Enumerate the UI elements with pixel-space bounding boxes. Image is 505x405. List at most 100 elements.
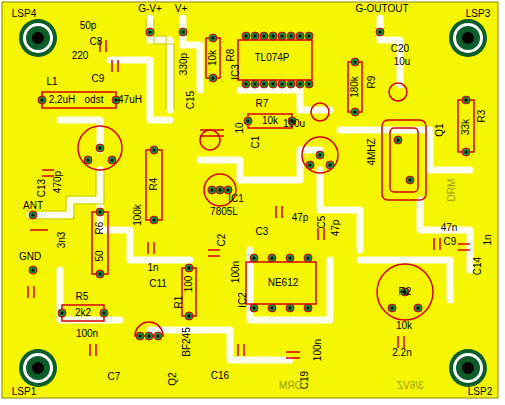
drill-hole — [299, 83, 302, 86]
silkscreen-label: LSP3 — [466, 9, 490, 19]
drill-hole — [397, 139, 400, 142]
silkscreen-label: 10 — [235, 122, 245, 133]
silkscreen-label: C9 — [92, 74, 105, 84]
silkscreen-label: 47n — [441, 223, 458, 233]
drill-hole — [253, 307, 256, 310]
silkscreen-label: 100n — [231, 261, 241, 283]
solder-pad — [287, 80, 295, 88]
drill-hole — [354, 111, 357, 114]
drill-hole — [99, 147, 102, 150]
solder-pad — [269, 32, 277, 40]
silkscreen-label: DRM — [279, 381, 302, 391]
silkscreen-label: LSP2 — [468, 387, 492, 397]
solder-pad — [287, 32, 295, 40]
solder-pad — [414, 304, 422, 312]
drill-hole — [254, 35, 257, 38]
silkscreen-label: DRM — [447, 179, 457, 202]
silkscreen-label: 2k2 — [75, 308, 91, 318]
solder-pad — [185, 312, 193, 320]
silkscreen-label: G-V+ — [138, 4, 162, 14]
solder-pad — [242, 32, 250, 40]
mounting-hole — [453, 353, 483, 383]
drill-hole — [99, 273, 102, 276]
mounting-hole — [456, 26, 480, 50]
solder-pad — [250, 254, 258, 262]
mounting-hole — [453, 23, 483, 53]
mounting-hole — [449, 349, 487, 387]
drill-hole — [289, 307, 292, 310]
solder-pad — [224, 186, 232, 194]
silkscreen-label: 33k — [461, 119, 471, 135]
silkscreen-label: R2 — [399, 287, 412, 297]
drill-hole — [227, 189, 230, 192]
silkscreen-label: 4MHZ — [367, 138, 377, 165]
silkscreen-label: IC1 — [228, 194, 244, 204]
solder-pad — [268, 304, 276, 312]
solder-pad — [29, 211, 37, 219]
silkscreen-label: 10k — [396, 321, 412, 331]
silkscreen-label: 2,2uH — [49, 95, 76, 105]
solder-pad — [244, 117, 252, 125]
solder-pad — [58, 309, 66, 317]
silkscreen-label: 330p — [179, 53, 189, 75]
silkscreen-label: 470p — [53, 171, 63, 193]
mounting-hole — [23, 23, 53, 53]
drill-hole — [61, 312, 64, 315]
drill-hole — [308, 35, 311, 38]
silkscreen-label: L1 — [46, 77, 57, 87]
silkscreen-label: 50 — [95, 250, 105, 261]
solder-pad — [100, 309, 108, 317]
silkscreen-label: 47p — [331, 220, 341, 237]
silkscreen-label: IC2 — [238, 292, 248, 308]
solder-pad — [462, 148, 470, 156]
silkscreen-label: 100n — [313, 339, 323, 361]
silkscreen-label: C16 — [211, 371, 229, 381]
drill-hole — [212, 37, 215, 40]
silkscreen-label: R5 — [76, 292, 89, 302]
solder-pad — [29, 266, 37, 274]
solder-pad — [376, 28, 384, 36]
silkscreen-label: 1n — [147, 263, 158, 273]
silkscreen-label: C7 — [108, 372, 121, 382]
solder-pad — [108, 156, 116, 164]
solder-pad — [251, 32, 259, 40]
mounting-hole — [32, 32, 44, 44]
solder-pad — [208, 186, 216, 194]
silkscreen-label: 10u — [394, 57, 411, 67]
drill-hole — [212, 77, 215, 80]
drill-hole — [188, 267, 191, 270]
solder-pad — [286, 304, 294, 312]
solder-pads — [29, 28, 470, 340]
solder-pad — [388, 304, 396, 312]
silkscreen-label: 100 — [184, 276, 194, 293]
solder-pad — [286, 254, 294, 262]
solder-pad — [316, 151, 324, 159]
drill-hole — [115, 99, 118, 102]
solder-pad — [209, 34, 217, 42]
solder-pad — [462, 96, 470, 104]
silkscreen-label: 3/6VZ — [397, 381, 424, 391]
silkscreen-label: NE612 — [268, 278, 299, 288]
silkscreen-label: 100n — [76, 329, 98, 339]
mounting-hole — [26, 26, 50, 50]
solder-pad — [185, 264, 193, 272]
drill-hole — [245, 35, 248, 38]
drill-hole — [379, 31, 382, 34]
mounting-hole — [462, 32, 474, 44]
mounting-hole — [26, 356, 50, 380]
drill-hole — [329, 164, 332, 167]
drill-hole — [354, 61, 357, 64]
silkscreen-label: C8 — [90, 37, 103, 47]
silkscreen-label: TL074P — [254, 53, 289, 63]
drill-hole — [219, 189, 222, 192]
silkscreen-label: R9 — [367, 76, 377, 89]
solder-pad — [38, 96, 46, 104]
silkscreen-label: R1 — [174, 296, 184, 309]
drill-hole — [211, 189, 214, 192]
drill-hole — [319, 154, 322, 157]
mounting-hole — [23, 353, 53, 383]
drill-hole — [299, 35, 302, 38]
mounting-holes — [19, 19, 487, 387]
solder-pad — [296, 32, 304, 40]
drill-hole — [281, 35, 284, 38]
